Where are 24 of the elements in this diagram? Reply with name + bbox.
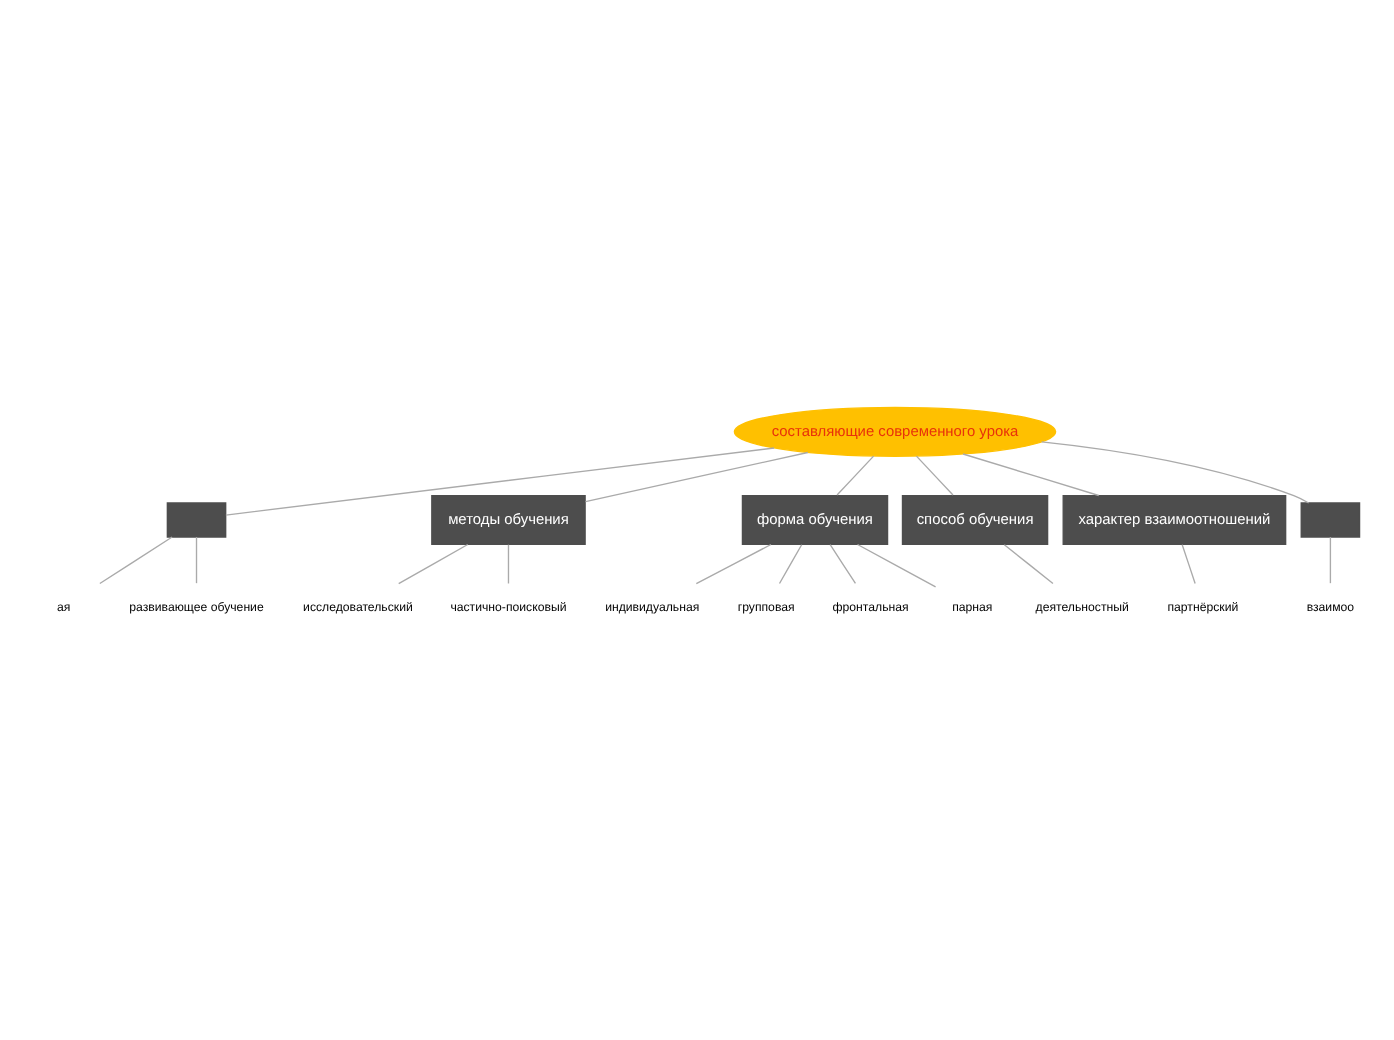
connector (695, 543, 772, 585)
connector (195, 536, 198, 584)
connector (778, 544, 803, 585)
connector (1041, 441, 1310, 504)
connector (1003, 544, 1054, 585)
connector (507, 544, 510, 585)
connector (915, 455, 954, 496)
node-box: методы обучения (431, 494, 586, 546)
connector (962, 453, 1100, 497)
node-box: способ обучения (901, 494, 1049, 546)
connector (398, 543, 469, 585)
connector (584, 451, 809, 503)
connector (99, 536, 173, 585)
node-box: характер взаимоотношений (1062, 494, 1287, 546)
connector (1329, 536, 1332, 584)
node-box (166, 502, 227, 538)
connector (1181, 544, 1196, 585)
node-box: форма обучения (741, 494, 889, 546)
node-box (1300, 502, 1361, 538)
connector (225, 447, 775, 516)
connector (836, 455, 875, 496)
connector (829, 544, 857, 585)
node-ellipse: составляющие современного урока (733, 406, 1057, 457)
connector (856, 543, 937, 588)
